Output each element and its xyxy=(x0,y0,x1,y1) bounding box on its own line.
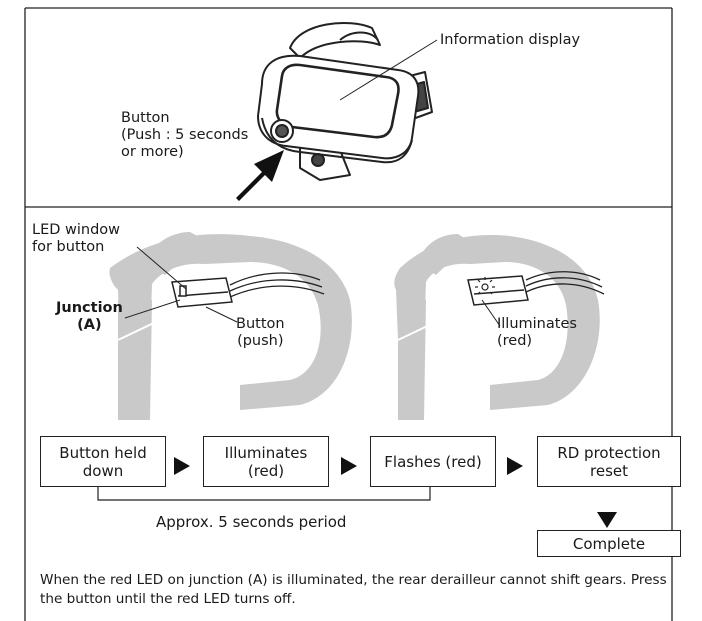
flow-arrow-icon xyxy=(341,457,357,475)
junction-a-label: Junction (A) xyxy=(56,300,123,333)
led-glow-icon xyxy=(475,277,495,295)
flow-arrow-down-icon xyxy=(597,512,617,528)
information-display-unit xyxy=(257,22,433,181)
illuminates-red-label: Illuminates (red) xyxy=(497,316,577,349)
flow-step-complete: Complete xyxy=(537,530,681,557)
led-window-label: LED window for button xyxy=(32,222,121,255)
period-label: Approx. 5 seconds period xyxy=(156,513,347,531)
junction-a-left xyxy=(171,277,233,308)
junction-a-right xyxy=(467,275,529,306)
flow-arrow-icon xyxy=(174,457,190,475)
flow-step-rd-reset: RD protection reset xyxy=(537,436,681,487)
leader-lines-left xyxy=(124,246,238,323)
flow-step-illuminates: Illuminates (red) xyxy=(203,436,329,487)
flow-step-flashes: Flashes (red) xyxy=(370,436,496,487)
cable-left xyxy=(229,272,325,298)
flow-arrows xyxy=(174,457,617,528)
push-arrow-icon xyxy=(236,150,284,201)
frame xyxy=(24,7,673,621)
button-push-label: Button (Push : 5 seconds or more) xyxy=(121,110,249,160)
button-push-small-label: Button (push) xyxy=(236,316,285,349)
period-bracket xyxy=(97,487,431,501)
display-leader-line xyxy=(339,39,438,101)
illuminates-leader-line xyxy=(481,299,501,327)
flow-arrow-icon xyxy=(507,457,523,475)
flow-step-button-held: Button held down xyxy=(40,436,166,487)
information-display-label: Information display xyxy=(440,32,581,48)
warning-note: When the red LED on junction (A) is illu… xyxy=(40,572,667,607)
handlebar-left xyxy=(109,232,352,420)
cable-right xyxy=(525,271,605,295)
